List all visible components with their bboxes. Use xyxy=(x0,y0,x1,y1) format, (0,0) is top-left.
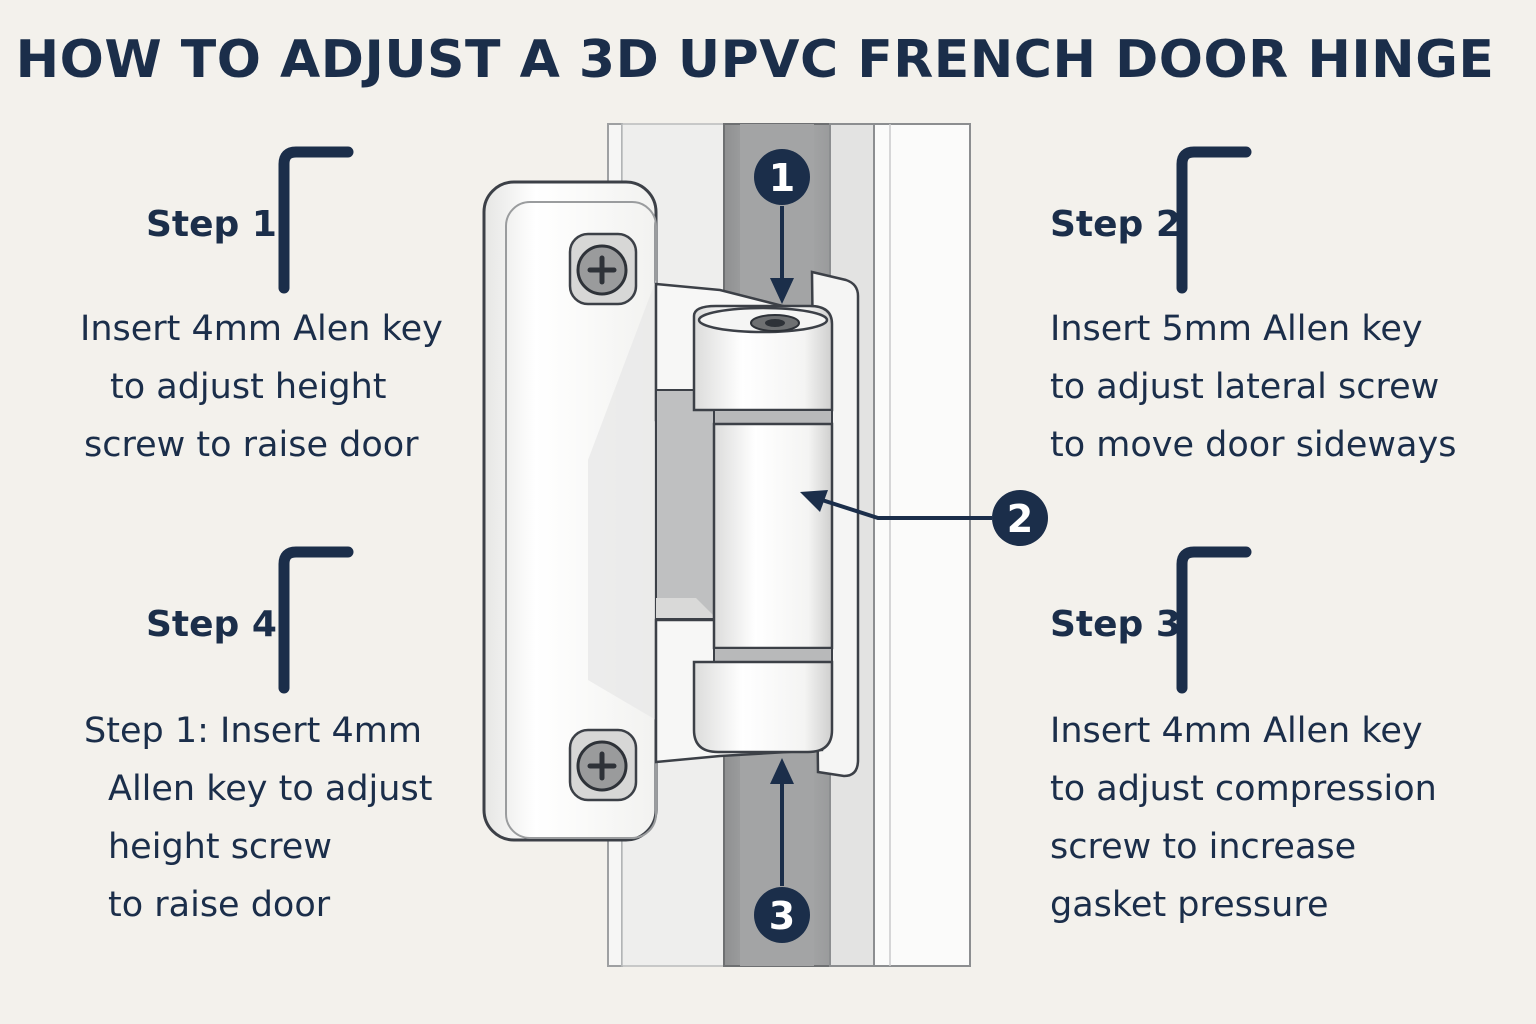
step-1-line-3: screw to raise door xyxy=(84,425,419,465)
page-title: HOW TO ADJUST A 3D UPVC FRENCH DOOR HING… xyxy=(15,30,1495,90)
step-4-line-3: height screw xyxy=(108,827,332,867)
screw-head-icon xyxy=(568,728,638,802)
callout-3-badge xyxy=(754,887,810,943)
step-4-line-2: Allen key to adjust xyxy=(108,769,433,809)
step-4-text: Step 1: Insert 4mm Allen key to adjust h… xyxy=(84,702,432,934)
hinge-recess xyxy=(655,389,717,619)
step-1-line-1: Insert 4mm Alen key xyxy=(80,309,443,349)
step-4-label: Step 4 xyxy=(146,604,277,645)
step-2-line-3: to move door sideways xyxy=(1050,425,1457,465)
allen-key-icon xyxy=(278,146,354,294)
step-4-line-1: Step 1: Insert 4mm xyxy=(84,711,422,751)
callout-1-badge xyxy=(754,149,810,205)
step-1-line-2: to adjust height xyxy=(110,367,387,407)
callout-3-number: 3 xyxy=(769,894,795,938)
callout-1-number: 1 xyxy=(769,156,795,200)
step-3-line-3: screw to increase xyxy=(1050,827,1357,867)
callout-2-badge xyxy=(992,490,1048,546)
step-1-label: Step 1 xyxy=(146,204,277,245)
step-2-text: Insert 5mm Allen key to adjust lateral s… xyxy=(1050,300,1456,474)
step-4-line-4: to raise door xyxy=(108,885,331,925)
step-1-text: Insert 4mm Alen key to adjust height scr… xyxy=(80,300,443,474)
step-2-line-1: Insert 5mm Allen key xyxy=(1050,309,1423,349)
step-2-label: Step 2 xyxy=(1050,204,1181,245)
screw-head-icon xyxy=(568,232,638,306)
hinge-barrel xyxy=(692,304,834,754)
step-2-line-2: to adjust lateral screw xyxy=(1050,367,1440,407)
allen-key-icon xyxy=(1176,546,1252,694)
step-3-label: Step 3 xyxy=(1050,604,1181,645)
step-3-line-1: Insert 4mm Allen key xyxy=(1050,711,1423,751)
allen-key-icon xyxy=(278,546,354,694)
callout-2-number: 2 xyxy=(1007,497,1033,541)
allen-key-icon xyxy=(1176,146,1252,294)
step-3-line-2: to adjust compression xyxy=(1050,769,1437,809)
step-3-text: Insert 4mm Allen key to adjust compressi… xyxy=(1050,702,1437,934)
step-3-line-4: gasket pressure xyxy=(1050,885,1329,925)
frame-plate xyxy=(482,180,658,842)
callout-2-arrow xyxy=(821,498,992,520)
hinge-diagram: 1 2 3 xyxy=(482,123,1048,967)
